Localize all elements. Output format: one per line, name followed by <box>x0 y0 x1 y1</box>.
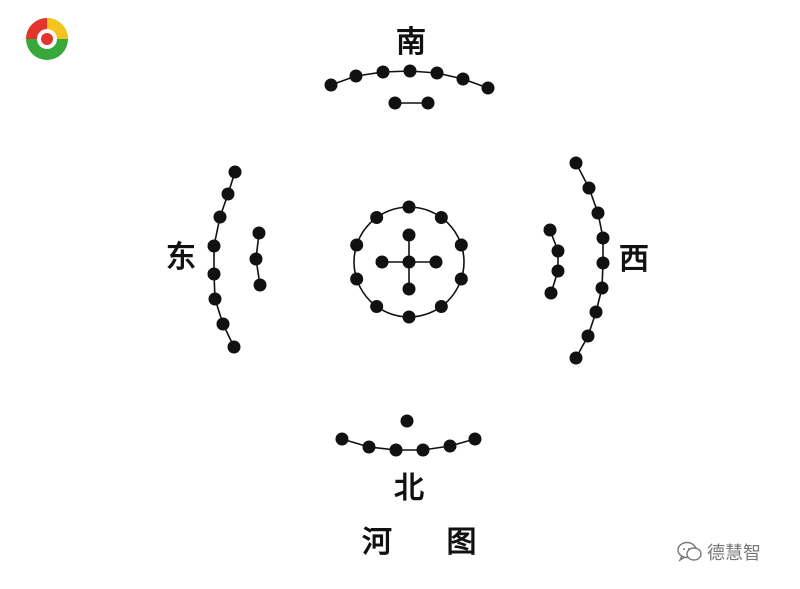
north-outer-dot <box>335 432 349 446</box>
center-cross-dot <box>429 255 443 269</box>
south-outer-dot <box>324 78 338 92</box>
east-outer-dot <box>221 187 235 201</box>
west-inner-dot <box>551 264 565 278</box>
south-outer-dot <box>430 66 444 80</box>
center-ring-dot <box>402 310 416 324</box>
east-inner-dot <box>253 278 267 292</box>
circular-logo-icon <box>26 18 68 60</box>
north-outer-dot <box>416 443 430 457</box>
west-outer-dot <box>581 329 595 343</box>
east-outer-dot <box>207 267 221 281</box>
west-outer-dot <box>596 231 610 245</box>
label-east: 东 <box>166 240 196 275</box>
label-west: 西 <box>619 242 649 277</box>
east-outer-dot <box>213 210 227 224</box>
center-ring-dot <box>402 200 416 214</box>
north-outer-dot <box>362 440 376 454</box>
diagram-title: 河 图 <box>362 525 499 560</box>
center-ring-dot <box>454 238 468 252</box>
west-inner-dot <box>544 286 558 300</box>
east-inner-dot <box>252 226 266 240</box>
east-outer-dot <box>216 317 230 331</box>
center-cross-dot <box>402 282 416 296</box>
center-ring-dot <box>434 211 448 225</box>
label-south: 南 <box>396 25 426 60</box>
north-outer-dot <box>389 443 403 457</box>
watermark-text: 德慧智 <box>707 543 761 564</box>
north-inner-dot <box>400 414 414 428</box>
east-outer-dot <box>208 292 222 306</box>
center-ring-dot <box>370 299 384 313</box>
center-cross-dot <box>402 228 416 242</box>
south-outer-dot <box>349 69 363 83</box>
center-ring-dot <box>370 211 384 225</box>
south-inner-dot <box>388 96 402 110</box>
center-cross-dot <box>375 255 389 269</box>
west-outer-dot <box>596 256 610 270</box>
east-outer-dot <box>207 239 221 253</box>
north-outer-dot <box>468 432 482 446</box>
west-outer-dot <box>569 351 583 365</box>
center-ring-dot <box>434 299 448 313</box>
wechat-icon <box>677 541 702 562</box>
watermark: 德慧智 <box>677 540 761 564</box>
west-outer-dot <box>589 305 603 319</box>
west-inner-dot <box>543 223 557 237</box>
center-ring-dot <box>350 238 364 252</box>
center-ring-dot <box>454 272 468 286</box>
north-outer-dot <box>443 439 457 453</box>
south-outer-dot <box>456 72 470 86</box>
west-outer-dot <box>595 281 609 295</box>
west-outer-dot <box>569 156 583 170</box>
west-outer-dot <box>582 181 596 195</box>
center-cross-dot <box>402 255 416 269</box>
west-inner-dot <box>551 244 565 258</box>
label-north: 北 <box>394 471 424 506</box>
center-ring-dot <box>350 272 364 286</box>
east-outer-dot <box>227 340 241 354</box>
south-outer-dot <box>481 81 495 95</box>
west-outer-dot <box>591 206 605 220</box>
south-outer-dot <box>376 65 390 79</box>
east-inner-dot <box>249 252 263 266</box>
south-inner-dot <box>421 96 435 110</box>
south-outer-dot <box>403 64 417 78</box>
east-outer-dot <box>228 165 242 179</box>
